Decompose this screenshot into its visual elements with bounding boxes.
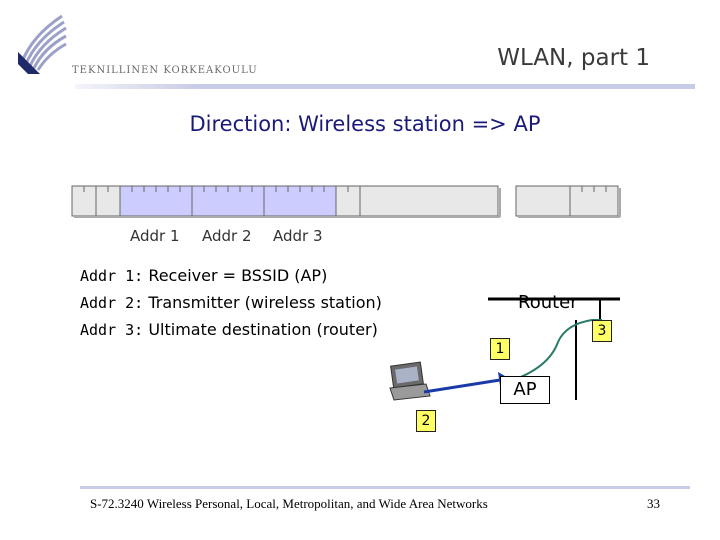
definition-key: Addr 3: xyxy=(80,321,144,339)
definition-addr2: Addr 2: Transmitter (wireless station) xyxy=(80,293,382,312)
step-badge-1: 1 xyxy=(490,338,510,360)
definition-value: Transmitter (wireless station) xyxy=(148,293,382,312)
page-number: 33 xyxy=(647,496,660,511)
mac-frame-diagram xyxy=(71,185,621,218)
school-name: TEKNILLINEN KORKEAKOULU xyxy=(72,65,258,76)
wired-link xyxy=(503,319,602,384)
definition-value: Receiver = BSSID (AP) xyxy=(148,266,328,285)
wireless-arrow xyxy=(423,378,501,394)
header-rule xyxy=(75,84,695,89)
definition-key: Addr 1: xyxy=(80,267,144,285)
slide-header-title: WLAN, part 1 xyxy=(497,45,650,71)
fcs-field xyxy=(515,185,619,217)
ap-label: AP xyxy=(500,376,550,404)
network-diagram xyxy=(389,297,620,401)
definition-addr1: Addr 1: Receiver = BSSID (AP) xyxy=(80,266,327,285)
router-label: Router xyxy=(518,292,578,313)
definition-value: Ultimate destination (router) xyxy=(148,320,378,339)
addr2-label: Addr 2 xyxy=(202,227,252,245)
definition-addr3: Addr 3: Ultimate destination (router) xyxy=(80,320,378,339)
footer-course-title: S-72.3240 Wireless Personal, Local, Metr… xyxy=(90,496,488,511)
university-logo-icon xyxy=(18,14,67,74)
step-badge-3: 3 xyxy=(592,320,612,342)
step-badge-2: 2 xyxy=(416,410,436,432)
definition-key: Addr 2: xyxy=(80,294,144,312)
footer-rule xyxy=(80,486,690,489)
slide-subtitle: Direction: Wireless station => AP xyxy=(189,112,541,136)
laptop-icon xyxy=(389,361,431,401)
frame-body-field xyxy=(359,185,499,217)
addr3-label: Addr 3 xyxy=(273,227,323,245)
addr1-label: Addr 1 xyxy=(130,227,180,245)
